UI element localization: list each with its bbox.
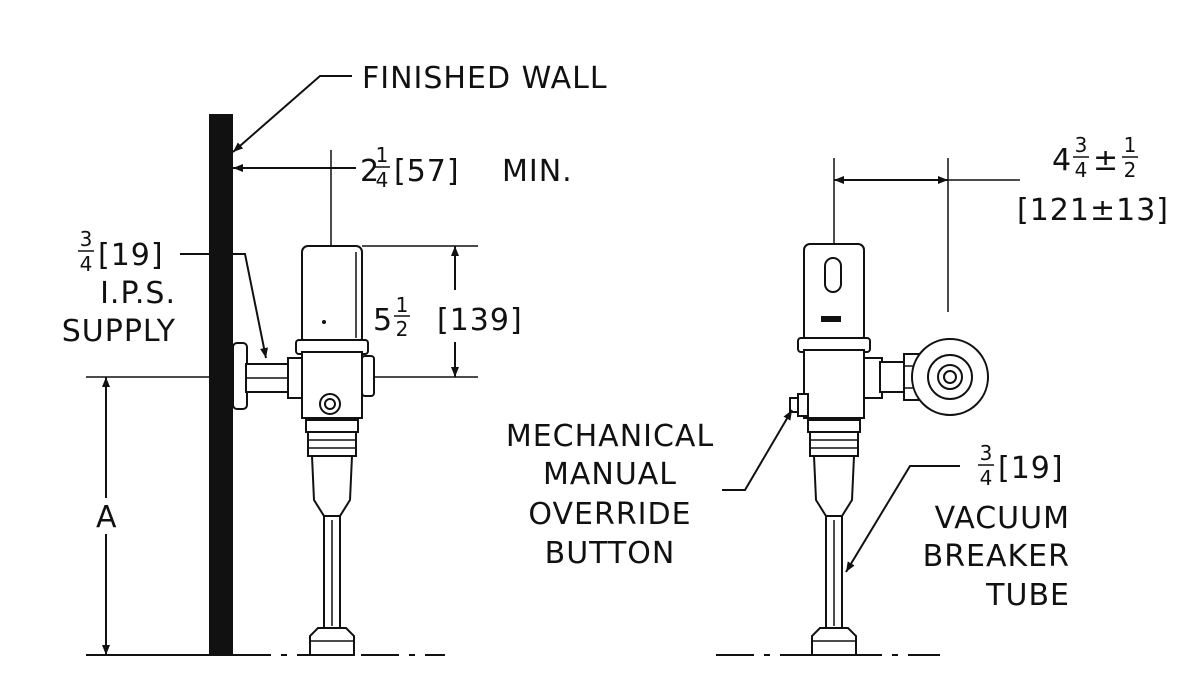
svg-text:I.P.S.: I.P.S. (100, 276, 176, 311)
svg-text:3: 3 (980, 441, 993, 465)
svg-text:MECHANICAL: MECHANICAL (506, 419, 714, 454)
svg-text:[19]: [19] (998, 451, 1064, 486)
svg-text:VACUUM: VACUUM (935, 501, 1070, 536)
svg-text:1: 1 (376, 143, 389, 167)
svg-text:SUPPLY: SUPPLY (62, 314, 176, 349)
svg-text:4: 4 (980, 466, 993, 490)
svg-text:1: 1 (1124, 133, 1137, 157)
supply-leader (180, 253, 268, 359)
vacuum-leader (845, 465, 960, 573)
svg-text:MIN.: MIN. (502, 154, 573, 189)
svg-text:TUBE: TUBE (985, 578, 1070, 613)
svg-text:[57]: [57] (394, 154, 460, 189)
override-leader (722, 409, 793, 491)
height-label: 5 1 2 [139] (373, 293, 523, 341)
sensor-window (824, 257, 842, 293)
svg-text:BREAKER: BREAKER (923, 539, 1070, 574)
finished-wall-leader (232, 75, 352, 153)
svg-text:[19]: [19] (98, 238, 164, 273)
left-view: FINISHED WALL 2 1 4 [57] MIN. 5 1 2 [139… (62, 61, 608, 656)
svg-text:±: ± (1093, 143, 1119, 178)
offset-label: 4 3 4 ± 1 2 [121±13] (1017, 133, 1169, 228)
svg-text:2: 2 (1124, 158, 1137, 182)
right-view: 4 3 4 ± 1 2 [121±13] (506, 133, 1169, 656)
svg-text:BUTTON: BUTTON (545, 536, 676, 571)
supply-label: 3 4 [19] I.P.S. SUPPLY (62, 227, 176, 349)
valve-body-left (295, 245, 375, 656)
override-label: MECHANICAL MANUAL OVERRIDE BUTTON (506, 419, 714, 571)
finished-wall (209, 114, 233, 656)
min-distance-label: 2 1 4 [57] MIN. (360, 143, 573, 192)
svg-text:2: 2 (396, 317, 409, 341)
dimension-a-label: A (96, 500, 118, 535)
svg-text:5: 5 (373, 303, 393, 338)
svg-text:4: 4 (1052, 143, 1072, 178)
svg-text:3: 3 (1075, 133, 1088, 157)
svg-text:OVERRIDE: OVERRIDE (528, 497, 691, 532)
svg-text:3: 3 (80, 227, 93, 251)
svg-text:1: 1 (396, 293, 409, 317)
svg-text:MANUAL: MANUAL (543, 457, 677, 492)
finished-wall-label: FINISHED WALL (362, 61, 608, 96)
valve-body-right (789, 243, 989, 656)
vacuum-label: 3 4 [19] VACUUM BREAKER TUBE (923, 441, 1070, 613)
svg-text:4: 4 (376, 168, 389, 192)
svg-text:4: 4 (80, 252, 93, 276)
svg-text:[139]: [139] (437, 303, 523, 338)
supply-pipe (232, 342, 303, 410)
svg-text:4: 4 (1075, 158, 1088, 182)
svg-text:[121±13]: [121±13] (1017, 193, 1169, 228)
svg-text:2: 2 (360, 154, 380, 189)
